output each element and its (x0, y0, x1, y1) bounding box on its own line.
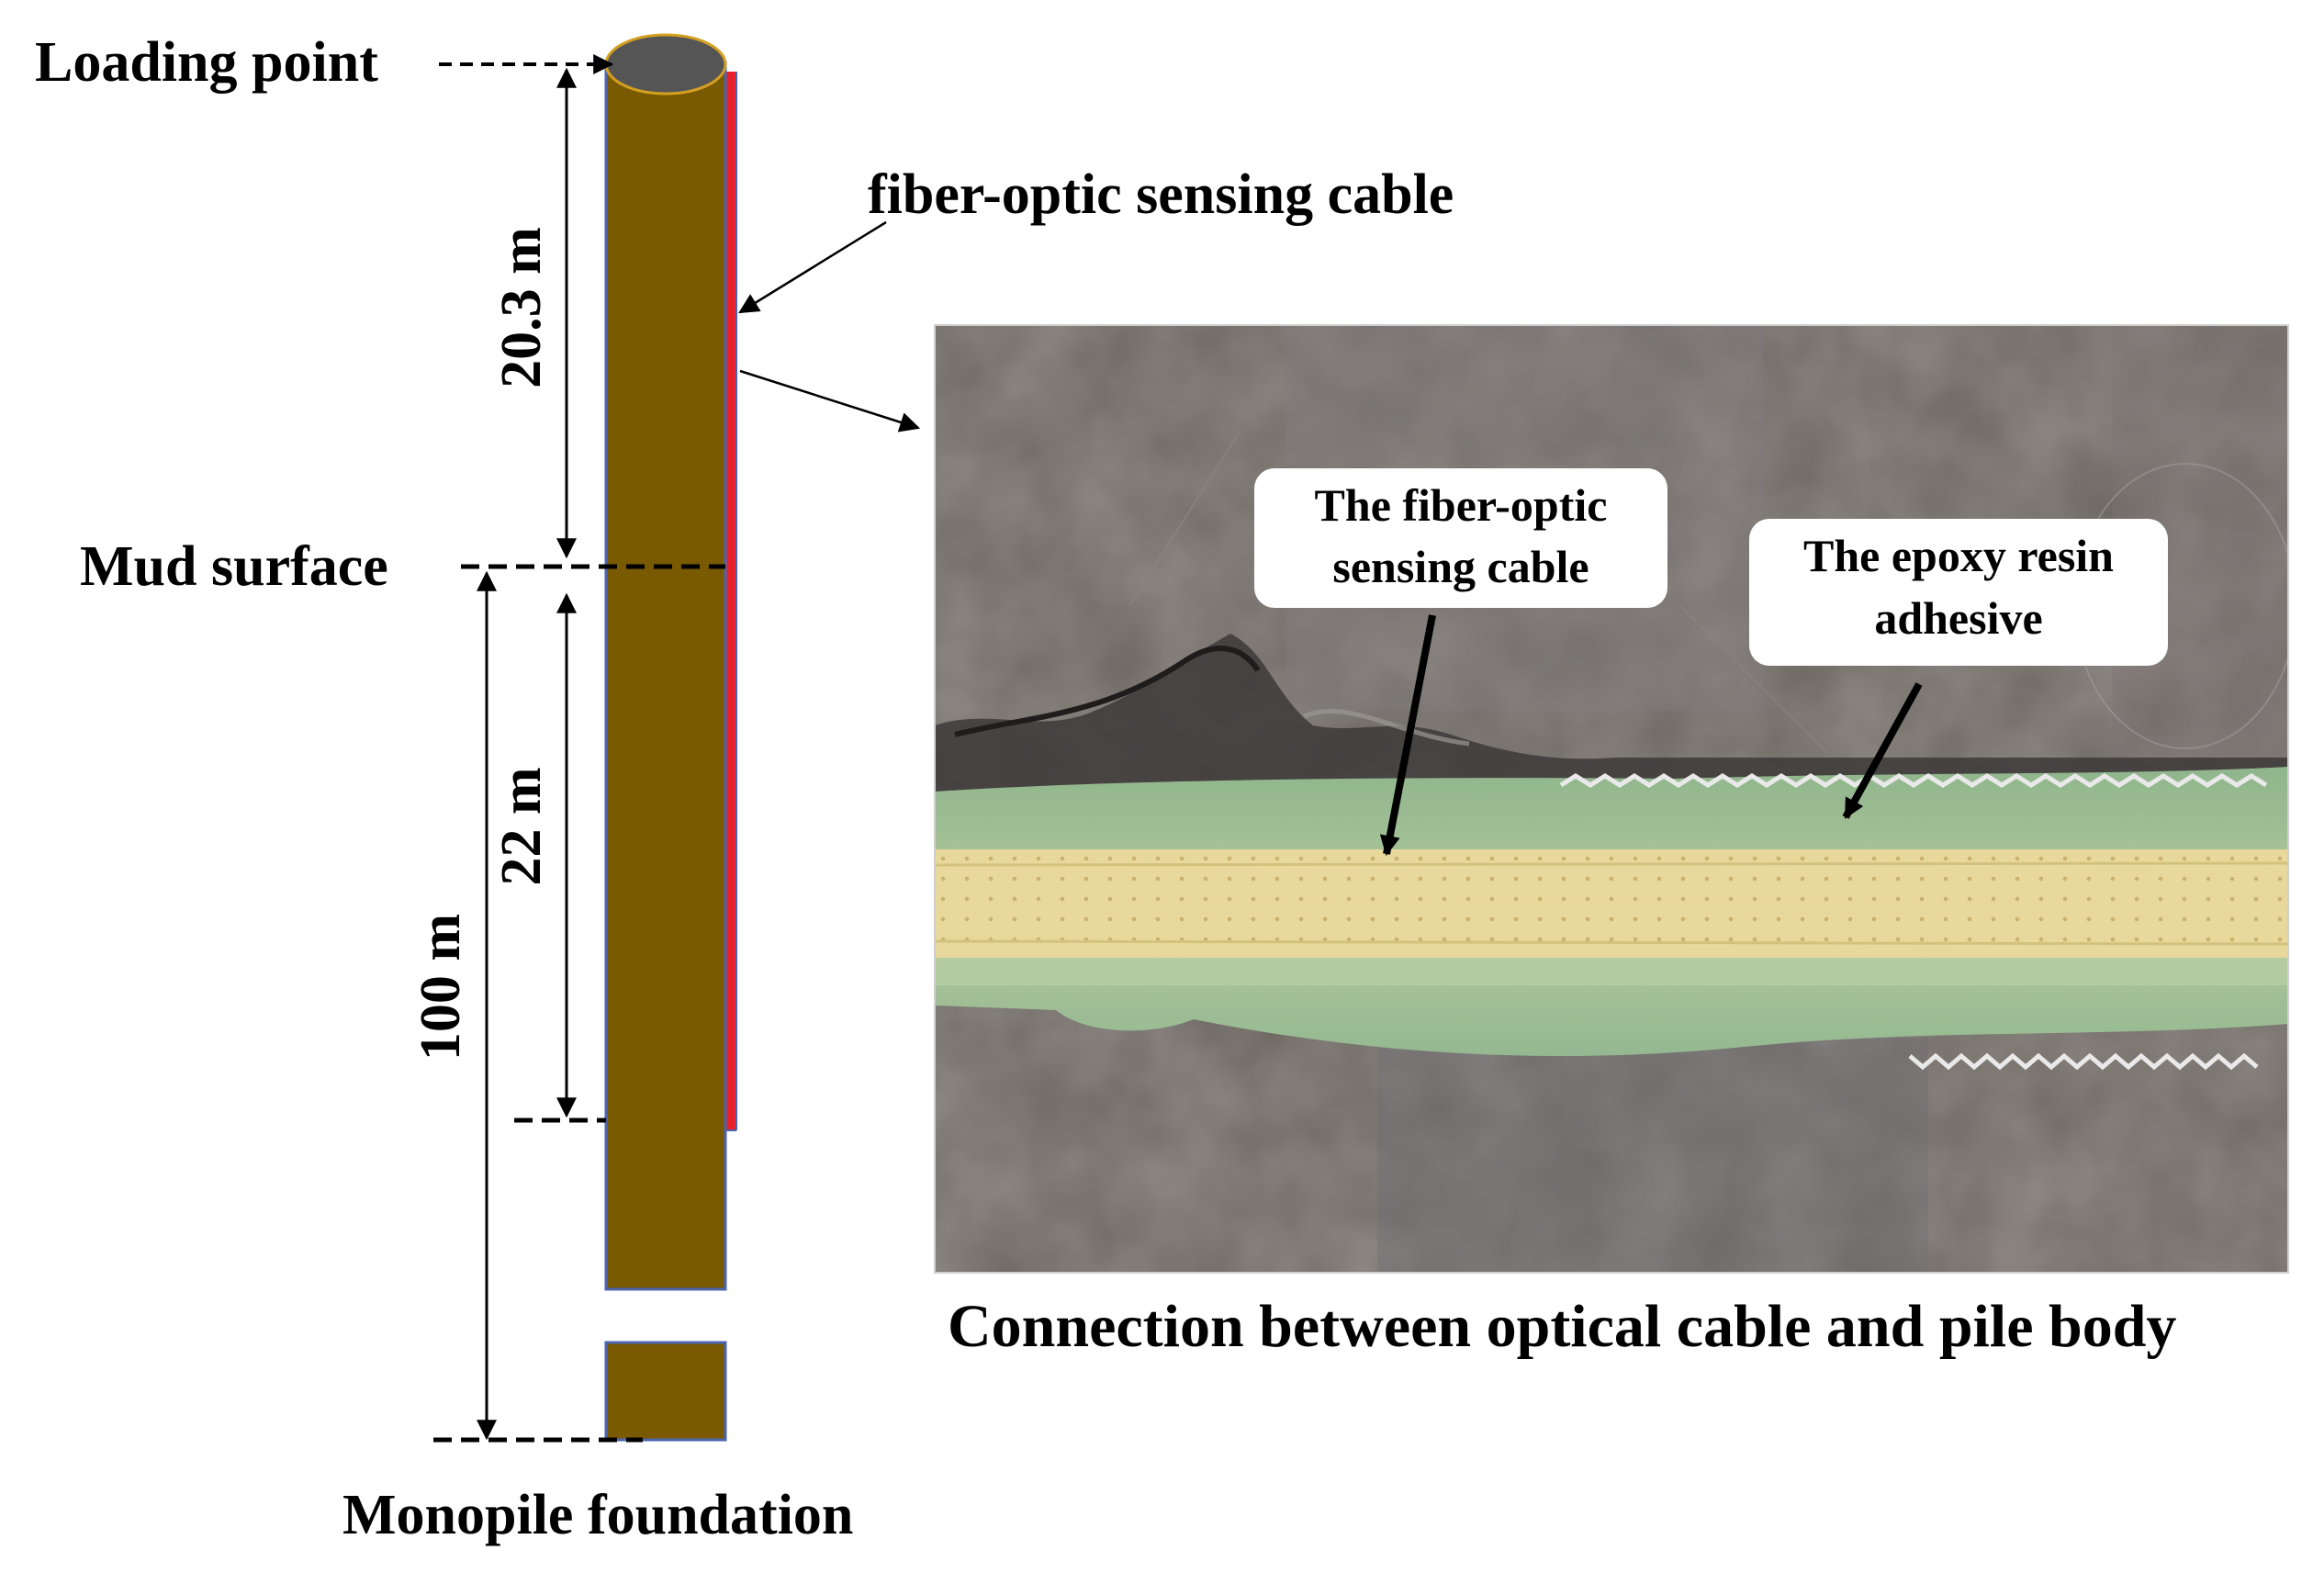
dimension-total-below-mud: 100 m (410, 570, 497, 1441)
callout-epoxy-resin: The epoxy resin adhesive (1749, 519, 2168, 819)
photo-caption: Connection between optical cable and pil… (948, 1293, 2176, 1360)
dimension-total-below-mud-label: 100 m (410, 914, 472, 1061)
fiber-optic-cable-label: fiber-optic sensing cable (868, 163, 1454, 226)
pile-body-upper (604, 61, 727, 1291)
pile-top-loading-point (604, 33, 727, 95)
callout-cable-line2: sensing cable (1332, 541, 1589, 592)
dimension-above-mud-label: 20.3 m (490, 227, 553, 388)
monopile-foundation-label: Monopile foundation (342, 1484, 853, 1546)
photo-detail-pointer (739, 369, 921, 433)
dimension-above-mud: 20.3 m (490, 67, 577, 559)
dimension-cable-below-mud: 22 m (490, 592, 577, 1118)
mud-surface-label: Mud surface (80, 535, 388, 598)
callout-fiber-optic-cable: The fiber-optic sensing cable (1254, 468, 1667, 857)
loading-point-label: Loading point (35, 31, 378, 94)
connection-photo: The fiber-optic sensing cable The epoxy … (935, 325, 2288, 1273)
callout-epoxy-line2: adhesive (1874, 592, 2042, 644)
callout-cable-line1: The fiber-optic (1315, 479, 1608, 531)
callout-epoxy-line1: The epoxy resin (1803, 530, 2114, 581)
pile-body-lower (604, 1341, 727, 1442)
fiber-optic-cable-strip (725, 72, 736, 1130)
dimension-cable-below-mud-label: 22 m (490, 767, 553, 885)
monopile (604, 33, 737, 1442)
fiber-optic-cable-pointer (738, 220, 887, 314)
photo-frame (934, 324, 2289, 1274)
